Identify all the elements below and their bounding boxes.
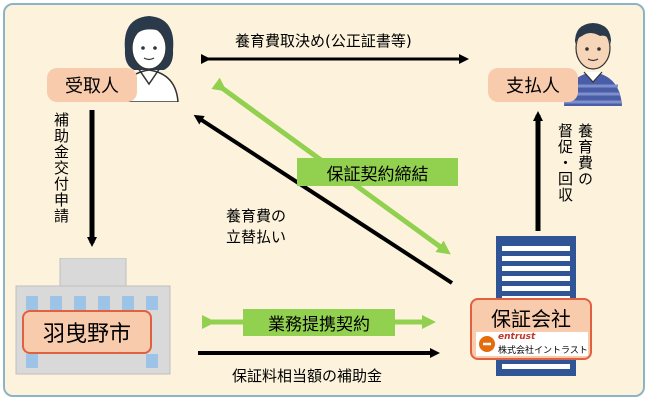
entrust-logo-icon bbox=[479, 336, 495, 352]
recipient-label: 受取人 bbox=[47, 68, 137, 102]
advance-payment-line2: 立替払い bbox=[226, 228, 287, 246]
city-label: 羽曳野市 bbox=[22, 310, 152, 354]
arrow-advance-payment bbox=[193, 114, 454, 285]
demand-collection-col2: 督促・回収 bbox=[556, 123, 574, 203]
guarantor-label: 保証会社 bbox=[491, 307, 571, 331]
agreement-label: 養育費取決め(公正証書等) bbox=[235, 32, 412, 50]
guarantor-logo-box: entrust 株式会社イントラスト bbox=[476, 332, 588, 356]
demand-collection-col1: 養育費の bbox=[576, 123, 594, 187]
partnership-label: 業務提携契約 bbox=[243, 309, 395, 336]
subsidy-label: 保証料相当額の補助金 bbox=[232, 367, 383, 385]
payer-label: 支払人 bbox=[488, 68, 578, 102]
subsidy-application-label: 補助金交付申請 bbox=[52, 112, 70, 224]
guarantor-card: 保証会社 entrust 株式会社イントラスト bbox=[470, 298, 592, 360]
payer-person-icon bbox=[564, 23, 622, 106]
guarantor-subname: 株式会社イントラスト bbox=[498, 346, 588, 356]
guarantee-contract-label: 保証契約締結 bbox=[297, 158, 458, 186]
entrust-logo-text: entrust bbox=[498, 332, 536, 342]
advance-payment-line1: 養育費の bbox=[226, 207, 287, 225]
